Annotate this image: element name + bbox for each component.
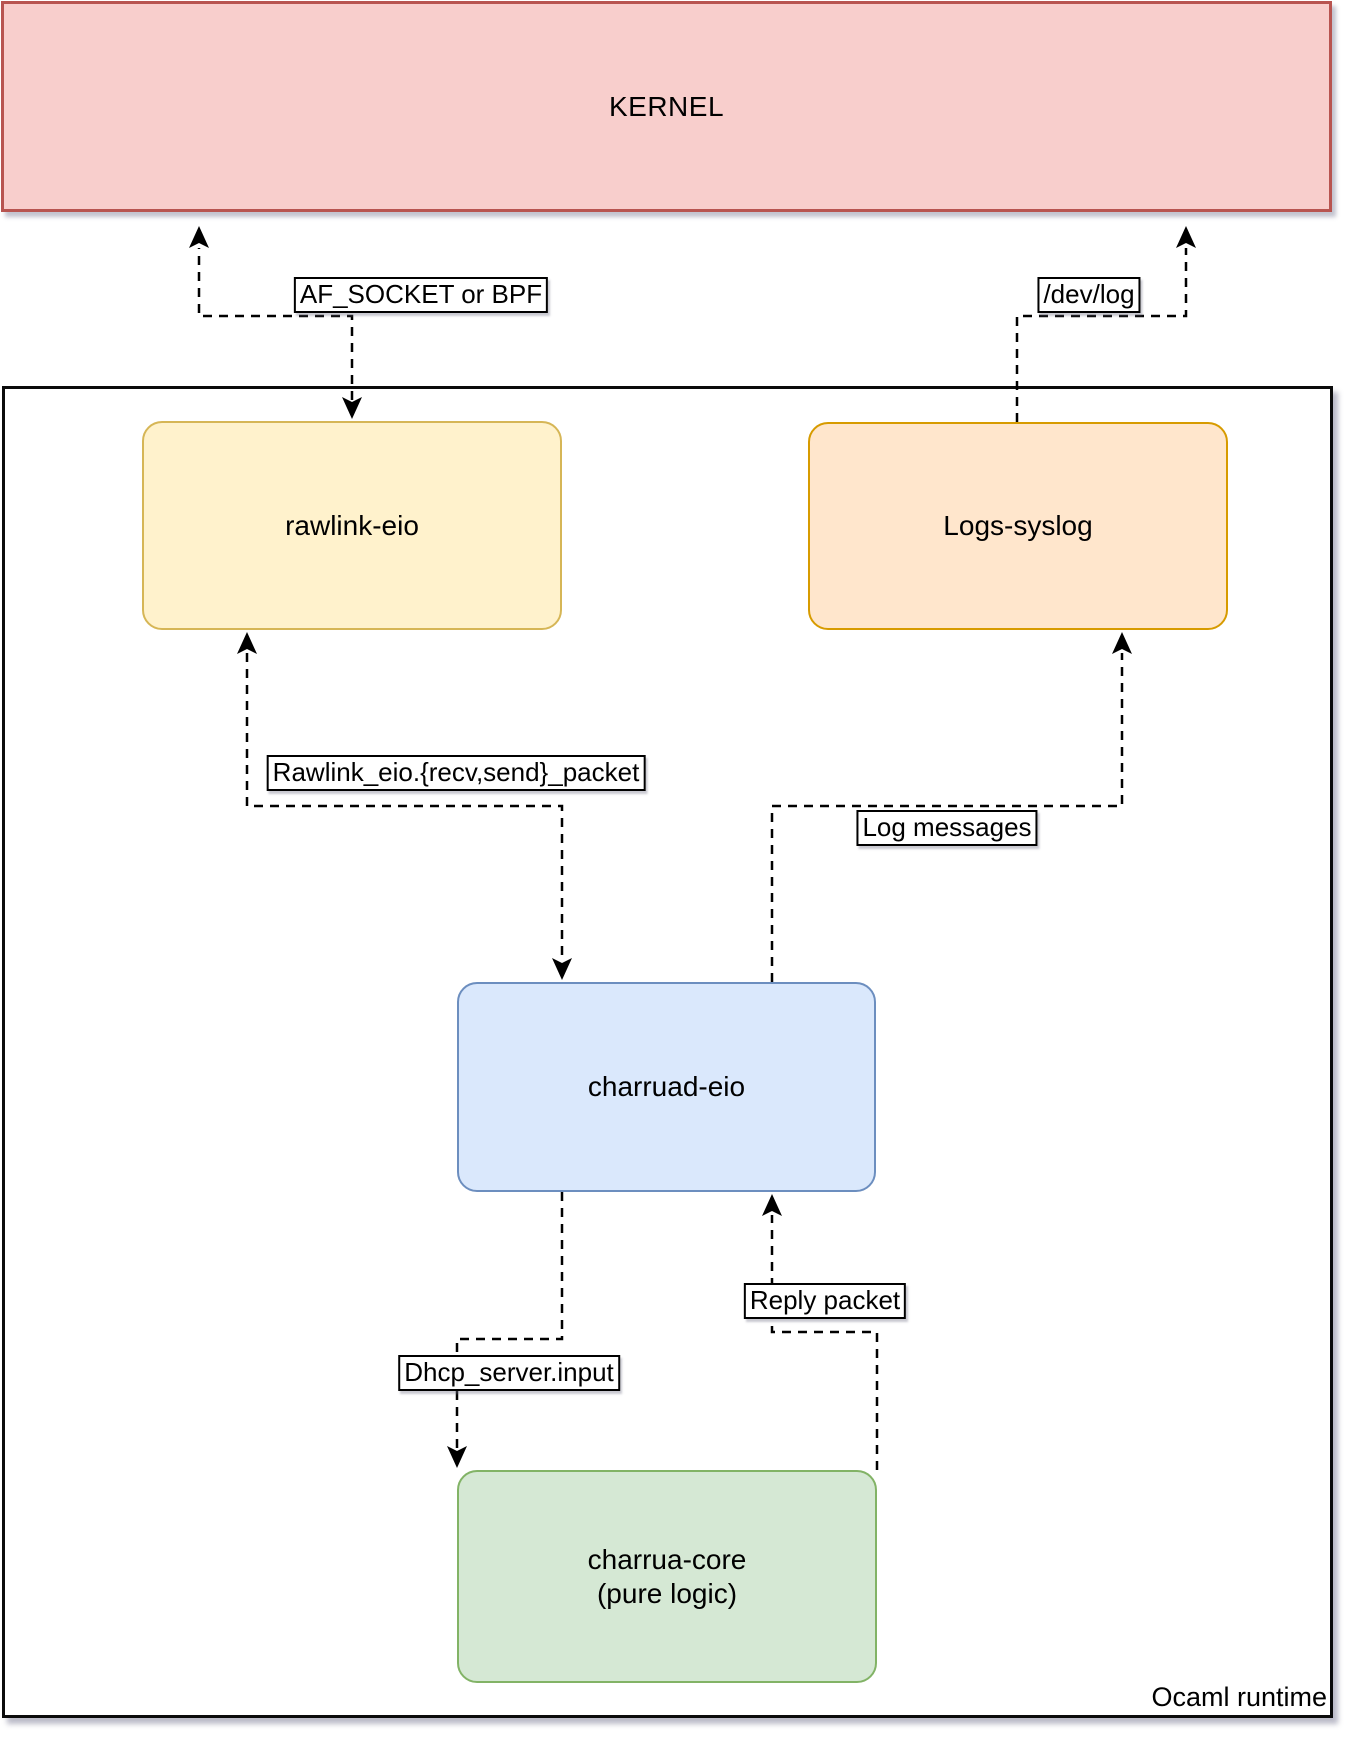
edge-label-log-messages: Log messages xyxy=(856,810,1038,846)
node-logs-syslog: Logs-syslog xyxy=(808,422,1228,630)
node-rawlink-eio-label: rawlink-eio xyxy=(285,509,419,541)
node-charruad-eio: charruad-eio xyxy=(457,982,876,1192)
edge-label-dhcp-input: Dhcp_server.input xyxy=(398,1355,620,1391)
node-charrua-core-label: charrua-core xyxy=(587,1543,747,1575)
edge-label-dev-log: /dev/log xyxy=(1037,277,1141,313)
edge-label-reply-packet: Reply packet xyxy=(743,1283,907,1319)
kernel-label: KERNEL xyxy=(608,90,725,122)
node-charrua-core: charrua-core (pure logic) xyxy=(457,1470,877,1683)
edge-label-rawlink-packet: Rawlink_eio.{recv,send}_packet xyxy=(266,755,646,791)
node-charrua-core-sublabel: (pure logic) xyxy=(596,1577,738,1609)
edge-label-af-socket: AF_SOCKET or BPF xyxy=(293,277,549,313)
ocaml-runtime-label: Ocaml runtime xyxy=(1151,1681,1327,1712)
node-logs-syslog-label: Logs-syslog xyxy=(943,510,1093,541)
kernel-box: KERNEL xyxy=(1,1,1332,212)
node-rawlink-eio: rawlink-eio xyxy=(142,421,562,630)
node-charruad-eio-label: charruad-eio xyxy=(587,1071,746,1102)
